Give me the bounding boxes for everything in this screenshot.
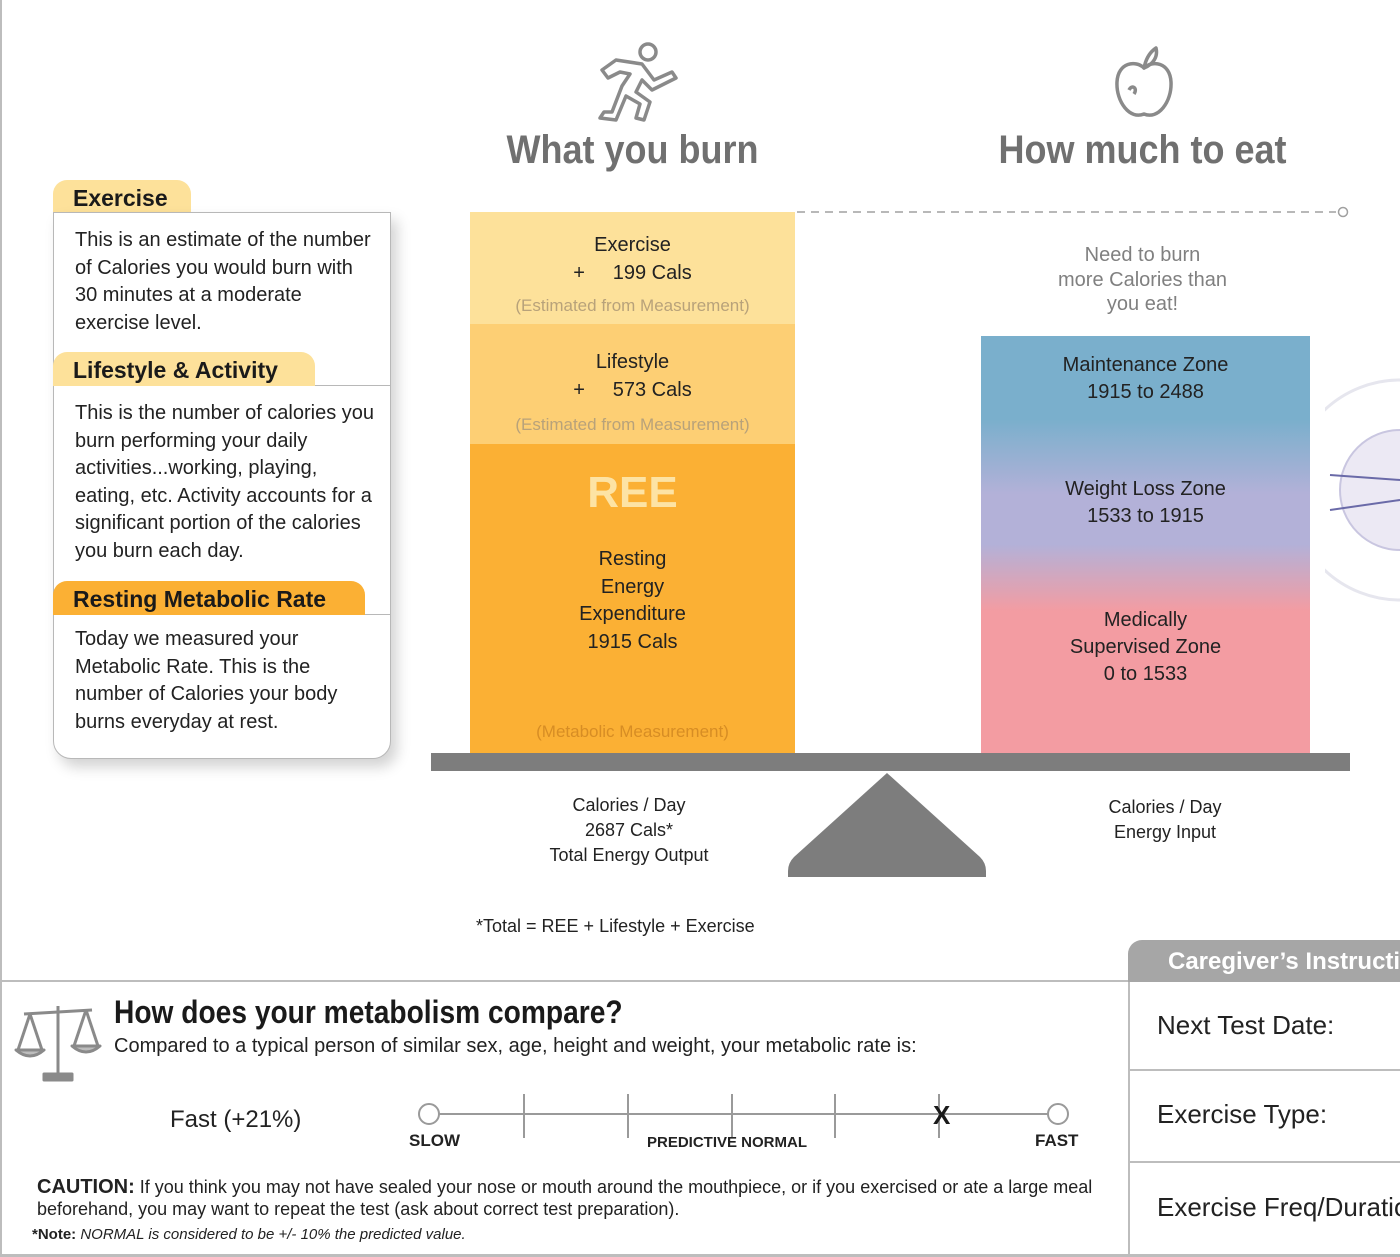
warning-line-3: you eat! (1106, 293, 1179, 315)
metabolism-scale: X (418, 1094, 1069, 1138)
ree-note: (Metabolic Measurement) (536, 722, 729, 741)
lifestyle-label: Lifestyle (595, 351, 670, 373)
medical-zone: Medically Supervised Zone 0 to 1533 (981, 607, 1310, 688)
frame-bottom-border (0, 1254, 1400, 1257)
caution-label: CAUTION: (37, 1176, 135, 1198)
weight-loss-zone: Weight Loss Zone 1533 to 1915 (981, 476, 1310, 530)
exercise-type-label: Exercise Type: (1157, 1099, 1328, 1129)
ree-line-2: Energy (600, 575, 665, 598)
next-test-date-label: Next Test Date: (1157, 1010, 1335, 1040)
exercise-tab-label: Exercise (53, 180, 191, 214)
compare-title: How does your metabolism compare? (114, 994, 623, 1030)
ree-block: REE Resting Energy Expenditure 1915 Cals… (470, 444, 795, 753)
dashed-guide-line (797, 206, 1349, 218)
total-footnote: *Total = REE + Lifestyle + Exercise (476, 916, 755, 936)
lifestyle-note: (Estimated from Measurement) (515, 415, 750, 434)
warning-line-2: more Calories than (1058, 268, 1227, 291)
maintenance-zone-name: Maintenance Zone (1062, 354, 1229, 376)
warning-text: Need to burn more Calories than you eat! (990, 243, 1295, 317)
exercise-note: (Estimated from Measurement) (515, 296, 750, 315)
burn-footer-line-2: 2687 Cals* (584, 820, 674, 840)
eat-footer-line-2: Energy Input (1113, 822, 1217, 842)
exercise-value: + 199 Cals (573, 262, 692, 284)
burn-footer: Calories / Day 2687 Cals* Total Energy O… (470, 793, 788, 868)
lifestyle-tab-label: Lifestyle & Activity (53, 352, 315, 386)
scale-fast-label: FAST (1035, 1131, 1079, 1150)
exercise-frequency-label: Exercise Freq/Duration (1157, 1192, 1400, 1222)
weight-loss-zone-name: Weight Loss Zone (1065, 478, 1226, 500)
exercise-block: Exercise + 199 Cals (Estimated from Meas… (470, 212, 795, 324)
lifestyle-tab: Lifestyle & Activity (53, 352, 315, 386)
balance-scale-icon (14, 1006, 102, 1082)
weight-loss-zone-range: 1533 to 1915 (1087, 505, 1204, 527)
caregiver-separator (1128, 1069, 1400, 1071)
section-divider (0, 980, 1128, 982)
exercise-tab: Exercise (53, 180, 191, 214)
ree-line-1: Resting (598, 548, 667, 570)
ree-line-4: 1915 Cals (587, 630, 678, 653)
eat-footer: Calories / Day Energy Input (1010, 795, 1320, 845)
frame-left-border (0, 0, 2, 1257)
caution-body: If you think you may not have sealed you… (37, 1177, 1093, 1219)
eat-footer-line-1: Calories / Day (1108, 797, 1222, 817)
caregiver-separator (1128, 1161, 1400, 1163)
compare-subtitle: Compared to a typical person of similar … (114, 1035, 917, 1057)
eat-column-title: How much to eat (998, 128, 1287, 172)
partial-circle-graphic (1325, 378, 1400, 602)
burn-footer-line-1: Calories / Day (572, 795, 686, 815)
caregiver-tab: Caregiver’s Instructions (1128, 940, 1400, 982)
rmr-tab-label: Resting Metabolic Rate (53, 581, 365, 615)
burn-column-title: What you burn (506, 128, 759, 172)
note-body: NORMAL is considered to be +/- 10% the p… (76, 1226, 466, 1243)
scale-marker: X (933, 1100, 951, 1130)
scale-slow-label: SLOW (409, 1131, 460, 1150)
exercise-description: This is an estimate of the number of Cal… (75, 229, 371, 334)
lifestyle-block: Lifestyle + 573 Cals (Estimated from Mea… (470, 324, 795, 444)
seesaw-beam (431, 753, 1350, 771)
seesaw-fulcrum (788, 773, 986, 877)
caregiver-box (1128, 982, 1400, 1257)
burn-footer-line-3: Total Energy Output (549, 845, 709, 865)
scale-normal-label: PREDICTIVE NORMAL (647, 1134, 808, 1151)
warning-line-1: Need to burn (1084, 244, 1201, 266)
lifestyle-description: This is the number of calories you burn … (75, 402, 375, 562)
caution-text: CAUTION: If you think you may not have s… (37, 1176, 1097, 1220)
exercise-label: Exercise (594, 234, 671, 256)
note-label: *Note: (32, 1226, 77, 1243)
apple-icon (1115, 46, 1173, 117)
running-person-icon (598, 42, 678, 122)
ree-line-3: Expenditure (579, 603, 686, 625)
maintenance-zone-range: 1915 to 2488 (1087, 381, 1204, 403)
medical-zone-name: Medically (1103, 609, 1188, 631)
normal-note: *Note: NORMAL is considered to be +/- 10… (32, 1226, 466, 1243)
metabolism-result: Fast (+21%) (170, 1106, 302, 1133)
ree-abbreviation: REE (587, 468, 678, 517)
info-panel (53, 212, 391, 759)
medical-zone-name-2: Supervised Zone (1069, 636, 1222, 658)
medical-zone-range: 0 to 1533 (1103, 663, 1188, 685)
zone-gradient (981, 336, 1310, 753)
lifestyle-value: + 573 Cals (573, 379, 692, 401)
maintenance-zone: Maintenance Zone 1915 to 2488 (981, 352, 1310, 406)
rmr-tab: Resting Metabolic Rate (53, 581, 365, 615)
rmr-description: Today we measured your Metabolic Rate. T… (75, 628, 338, 733)
